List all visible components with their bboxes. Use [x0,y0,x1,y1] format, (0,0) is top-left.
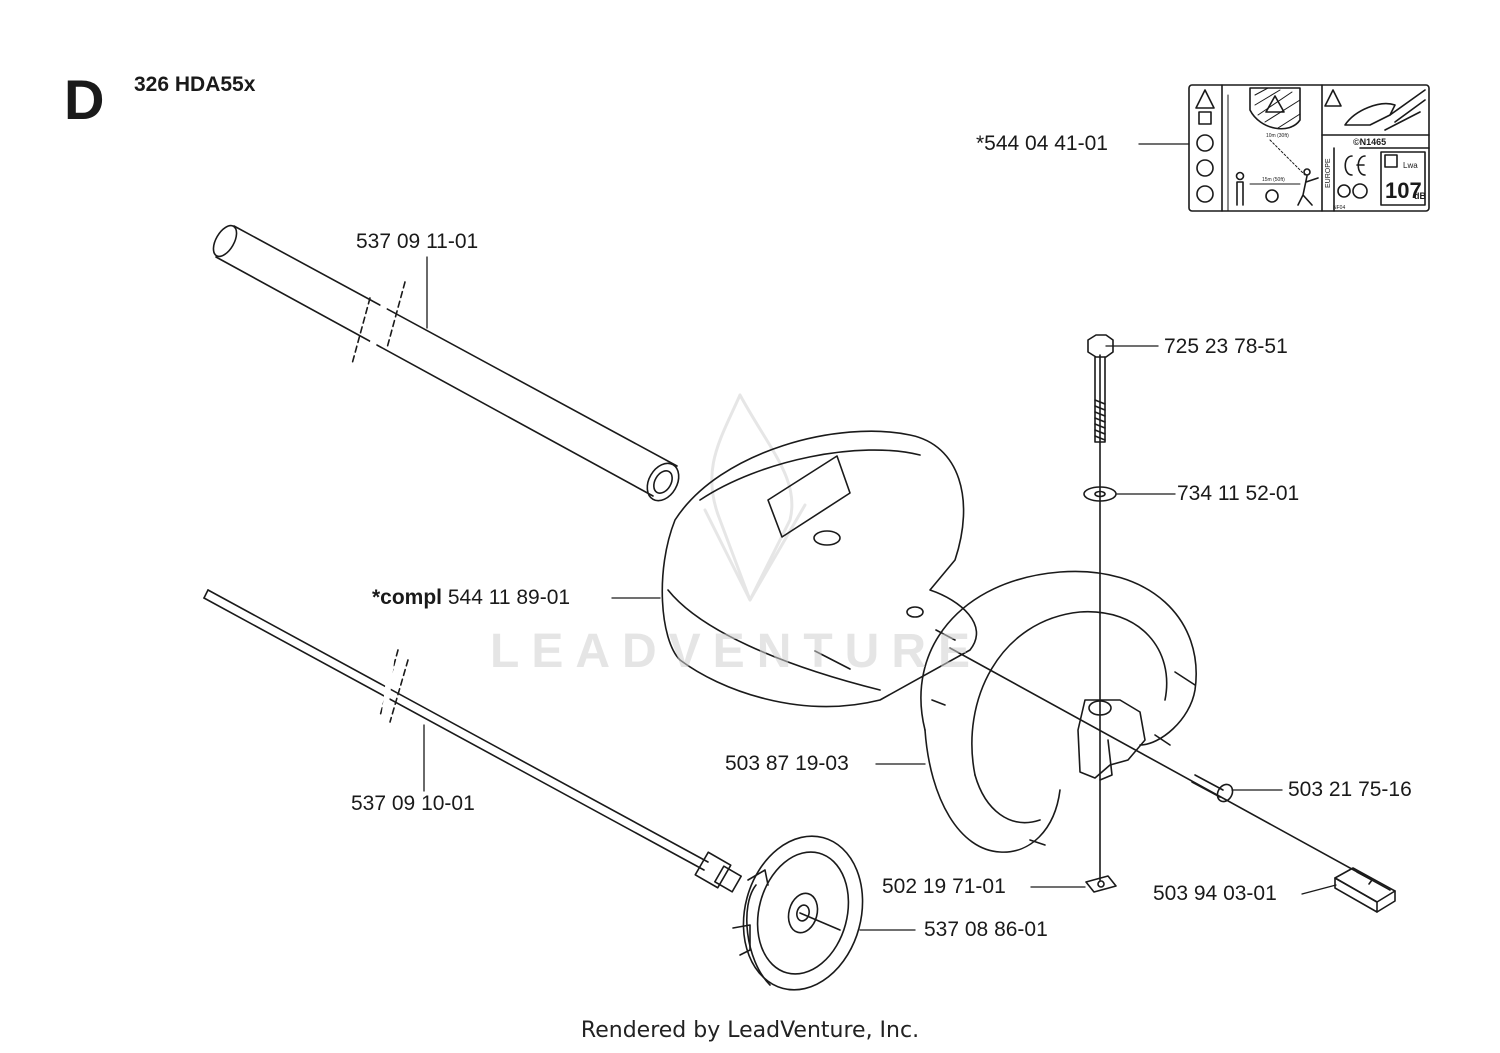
shaft-tube [212,224,680,502]
label-guard[interactable]: *compl 544 11 89-01 [372,587,570,608]
guard [661,430,978,708]
label-washer[interactable]: 734 11 52-01 [1177,482,1300,505]
label-guard-number: 544 11 89-01 [447,586,571,609]
label-handle[interactable]: 503 87 19-03 [725,752,849,775]
screw [1191,774,1234,803]
decal-nf: NF04 [1333,205,1345,211]
label-nut[interactable]: 502 19 71-01 [882,875,1006,898]
washer [1083,486,1117,502]
label-clutch-drum[interactable]: 537 08 86-01 [924,918,1048,941]
clutch-drum [732,835,864,991]
decal-db: dB [1414,191,1426,201]
decal-europe: EUROPE [1325,158,1332,188]
decal-lwa: Lwa [1403,161,1418,170]
section-letter: D [64,68,105,131]
label-guard-compl: *compl [372,586,443,609]
label-screw[interactable]: 503 21 75-16 [1288,778,1412,801]
label-tube[interactable]: 537 09 11-01 [356,230,479,253]
label-spacer[interactable]: 503 94 03-01 [1153,882,1277,905]
drive-shaft [203,589,742,893]
decal-15m: 15m (50ft) [1262,177,1285,183]
model-title: 326 HDA55x [134,73,256,96]
label-decal[interactable]: *544 04 41-01 [976,132,1108,155]
decal-10m: 10m (30ft) [1266,133,1289,139]
decal-107: 107 [1385,178,1422,203]
decal [1188,84,1430,212]
leader-spacer [1301,884,1337,895]
label-bolt[interactable]: 725 23 78-51 [1164,335,1288,358]
label-drive-shaft[interactable]: 537 09 10-01 [351,792,475,815]
loop-handle [920,570,1197,853]
spacer-block [1334,867,1396,913]
footer-credit: Rendered by LeadVenture, Inc. [580,1018,920,1043]
assembly-axis [949,354,1391,891]
watermark-logo [703,393,807,602]
watermark-text: LEADVENTURE [490,625,983,678]
square-nut [1085,875,1117,893]
leader-lines [423,143,1337,931]
bolt [1087,334,1114,443]
decal-n1465: ©N1465 [1353,137,1386,147]
